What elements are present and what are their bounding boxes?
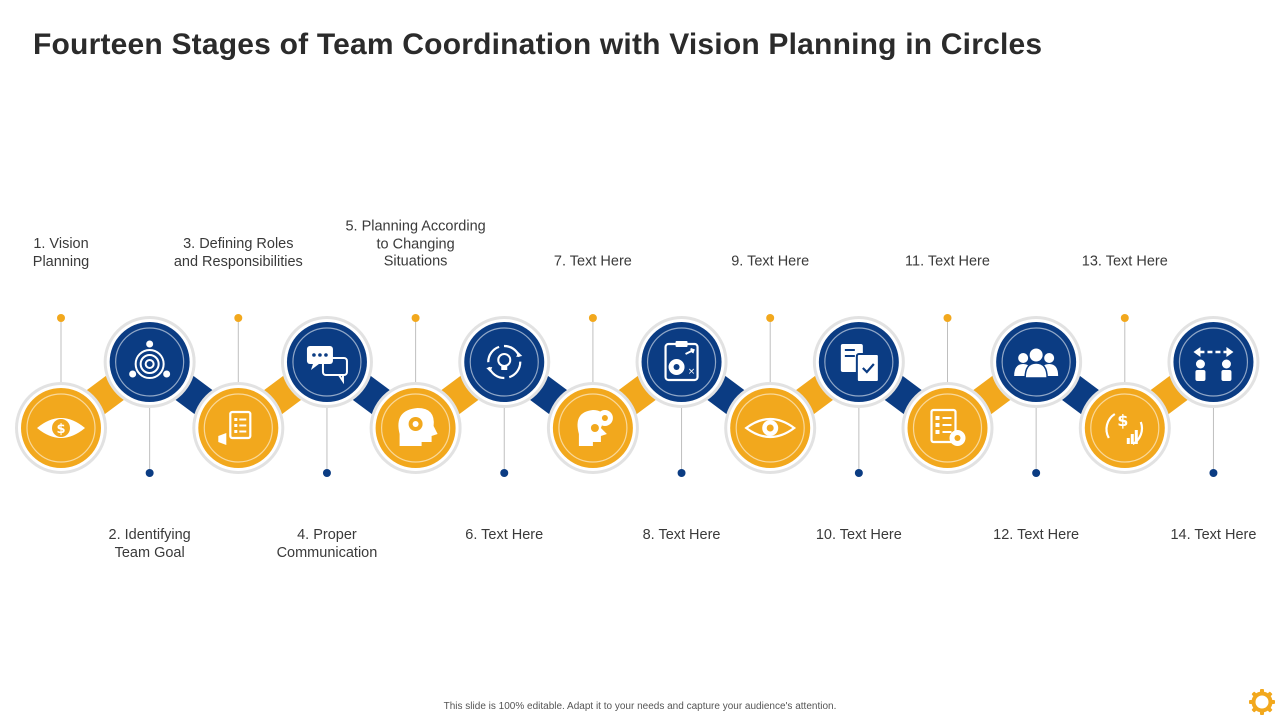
stage-circle-inner-ring — [824, 327, 894, 397]
gear-icon[interactable] — [1248, 688, 1276, 716]
stage-circle — [907, 388, 988, 468]
page-title: Fourteen Stages of Team Coordination wit… — [33, 28, 1043, 61]
stage-label: 1. Vision Planning — [32, 236, 90, 270]
stage-circle-inner-ring — [381, 393, 451, 463]
eye-dollar-icon: $ — [37, 418, 85, 438]
stage-label: 7. Text Here — [553, 253, 632, 270]
pin-dot — [500, 469, 509, 477]
pin-dot — [411, 314, 420, 322]
stage-circle-inner-ring — [646, 327, 717, 397]
stage-7 — [546, 382, 639, 474]
stage-circle-inner-ring — [1001, 327, 1071, 397]
pin-dot — [1032, 469, 1041, 477]
stage-circle — [1084, 388, 1165, 468]
stage-8: × — [635, 316, 728, 408]
stage-circle-inner-ring — [292, 327, 362, 397]
stage-10 — [812, 316, 905, 408]
stage-label: 5. Planning According to Changing Situat… — [345, 218, 486, 270]
stage-circle-inner-ring — [1178, 327, 1249, 397]
stage-2 — [103, 316, 196, 408]
head-gears-icon — [577, 410, 613, 446]
stage-label: 8. Text Here — [642, 527, 721, 543]
pin-dot — [677, 469, 686, 477]
stage-circle-inner-ring — [26, 393, 96, 463]
stage-circle — [1173, 322, 1254, 402]
stage-circle-inner-ring — [558, 393, 628, 463]
stage-label: 2. Identifying Team Goal — [108, 527, 191, 561]
people-arrows-icon — [1193, 347, 1234, 381]
documents-icon — [840, 344, 880, 383]
stage-circle — [198, 388, 279, 468]
target-team-icon — [129, 340, 171, 379]
stage-label: 3. Defining Roles and Responsibilities — [173, 236, 303, 270]
dollar-growth-icon: $ — [1105, 411, 1144, 445]
report-gear-icon — [930, 408, 966, 446]
stage-circle-inner-ring — [735, 393, 805, 463]
pin-dot — [1209, 469, 1218, 477]
team-group-icon — [1014, 348, 1059, 379]
stage-circle-inner-ring — [912, 393, 983, 463]
pins — [57, 314, 1218, 477]
stage-9 — [724, 382, 817, 474]
pin-dot — [766, 314, 775, 322]
stage-1: $ — [15, 382, 107, 474]
stage-label: 10. Text Here — [815, 527, 902, 543]
pin-dot — [322, 469, 331, 477]
pin-dot — [57, 314, 65, 322]
idea-cycle-icon — [486, 344, 523, 380]
stage-label: 11. Text Here — [905, 253, 990, 270]
stage-circle — [996, 322, 1077, 402]
stage-circle — [109, 322, 190, 402]
pin-dot — [145, 469, 154, 477]
stage-label: 4. Proper Communication — [276, 527, 378, 561]
pin-dot — [588, 314, 597, 322]
eye-icon — [744, 417, 797, 439]
stage-5 — [369, 382, 462, 474]
svg-text:$: $ — [1117, 411, 1128, 430]
stage-circle-inner-ring — [203, 393, 273, 463]
stage-14 — [1167, 316, 1260, 408]
footer-note: This slide is 100% editable. Adapt it to… — [443, 701, 837, 712]
stage-3 — [192, 382, 285, 474]
stage-4 — [280, 316, 373, 408]
stage-circles: $ × $ — [15, 316, 1260, 474]
pin-dot — [943, 314, 952, 322]
pin-dot — [1120, 314, 1129, 322]
stage-label: 13. Text Here — [1081, 253, 1168, 270]
stage-13: $ — [1078, 382, 1171, 474]
stage-circle — [464, 322, 545, 402]
head-gear-icon — [398, 408, 438, 446]
svg-text:$: $ — [56, 422, 65, 437]
stage-label: 12. Text Here — [993, 527, 1080, 543]
svg-text:×: × — [688, 367, 696, 377]
stage-label: 14. Text Here — [1170, 527, 1257, 543]
strategy-board-icon: × — [664, 341, 699, 382]
stage-circle-inner-ring — [469, 327, 539, 397]
stage-circle-inner-ring — [115, 327, 185, 397]
stage-label: 6. Text Here — [465, 527, 544, 543]
pin-dot — [854, 469, 863, 477]
chat-bubbles-icon — [306, 346, 348, 385]
pin-dot — [234, 314, 243, 322]
checklist-megaphone-icon — [218, 410, 252, 445]
stage-label: 9. Text Here — [731, 253, 810, 270]
stage-circle-inner-ring — [1090, 393, 1160, 463]
stage-11 — [901, 382, 994, 474]
stage-6 — [458, 316, 551, 408]
stage-12 — [990, 316, 1083, 408]
